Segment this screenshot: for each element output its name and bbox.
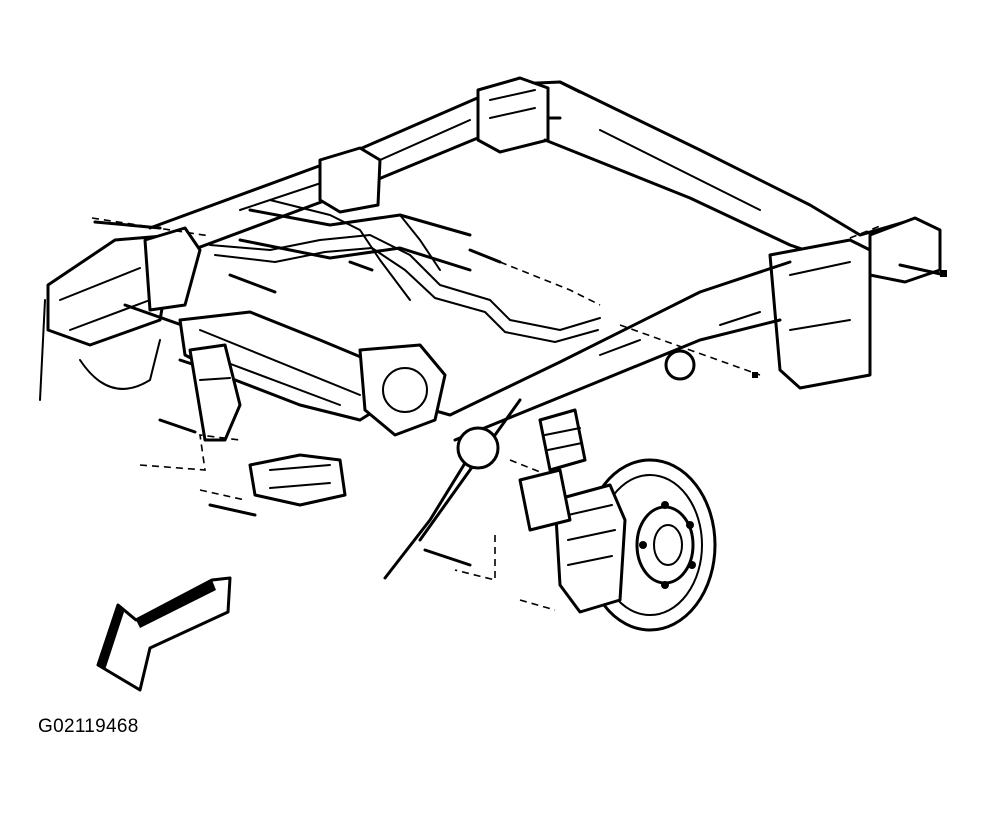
frame-front-rail	[46, 220, 202, 347]
frame-crossmember-main	[123, 260, 792, 580]
shock-absorber	[538, 408, 587, 472]
arrow-front-icon	[96, 576, 232, 692]
brake-fuel-lines	[209, 199, 601, 343]
dashed-alignment-lines	[91, 217, 881, 611]
figure-id-label: G02119468	[38, 716, 139, 737]
leaf-spring-bracket-left	[188, 343, 242, 442]
frame-rear-crossmember	[238, 208, 472, 272]
frame-right-rail	[543, 80, 942, 390]
frame-left-rail	[148, 76, 582, 264]
rear-axle	[178, 310, 447, 507]
wheel-left-partial	[39, 299, 161, 401]
brake-caliper	[518, 468, 627, 614]
mounting-fasteners	[158, 248, 947, 567]
